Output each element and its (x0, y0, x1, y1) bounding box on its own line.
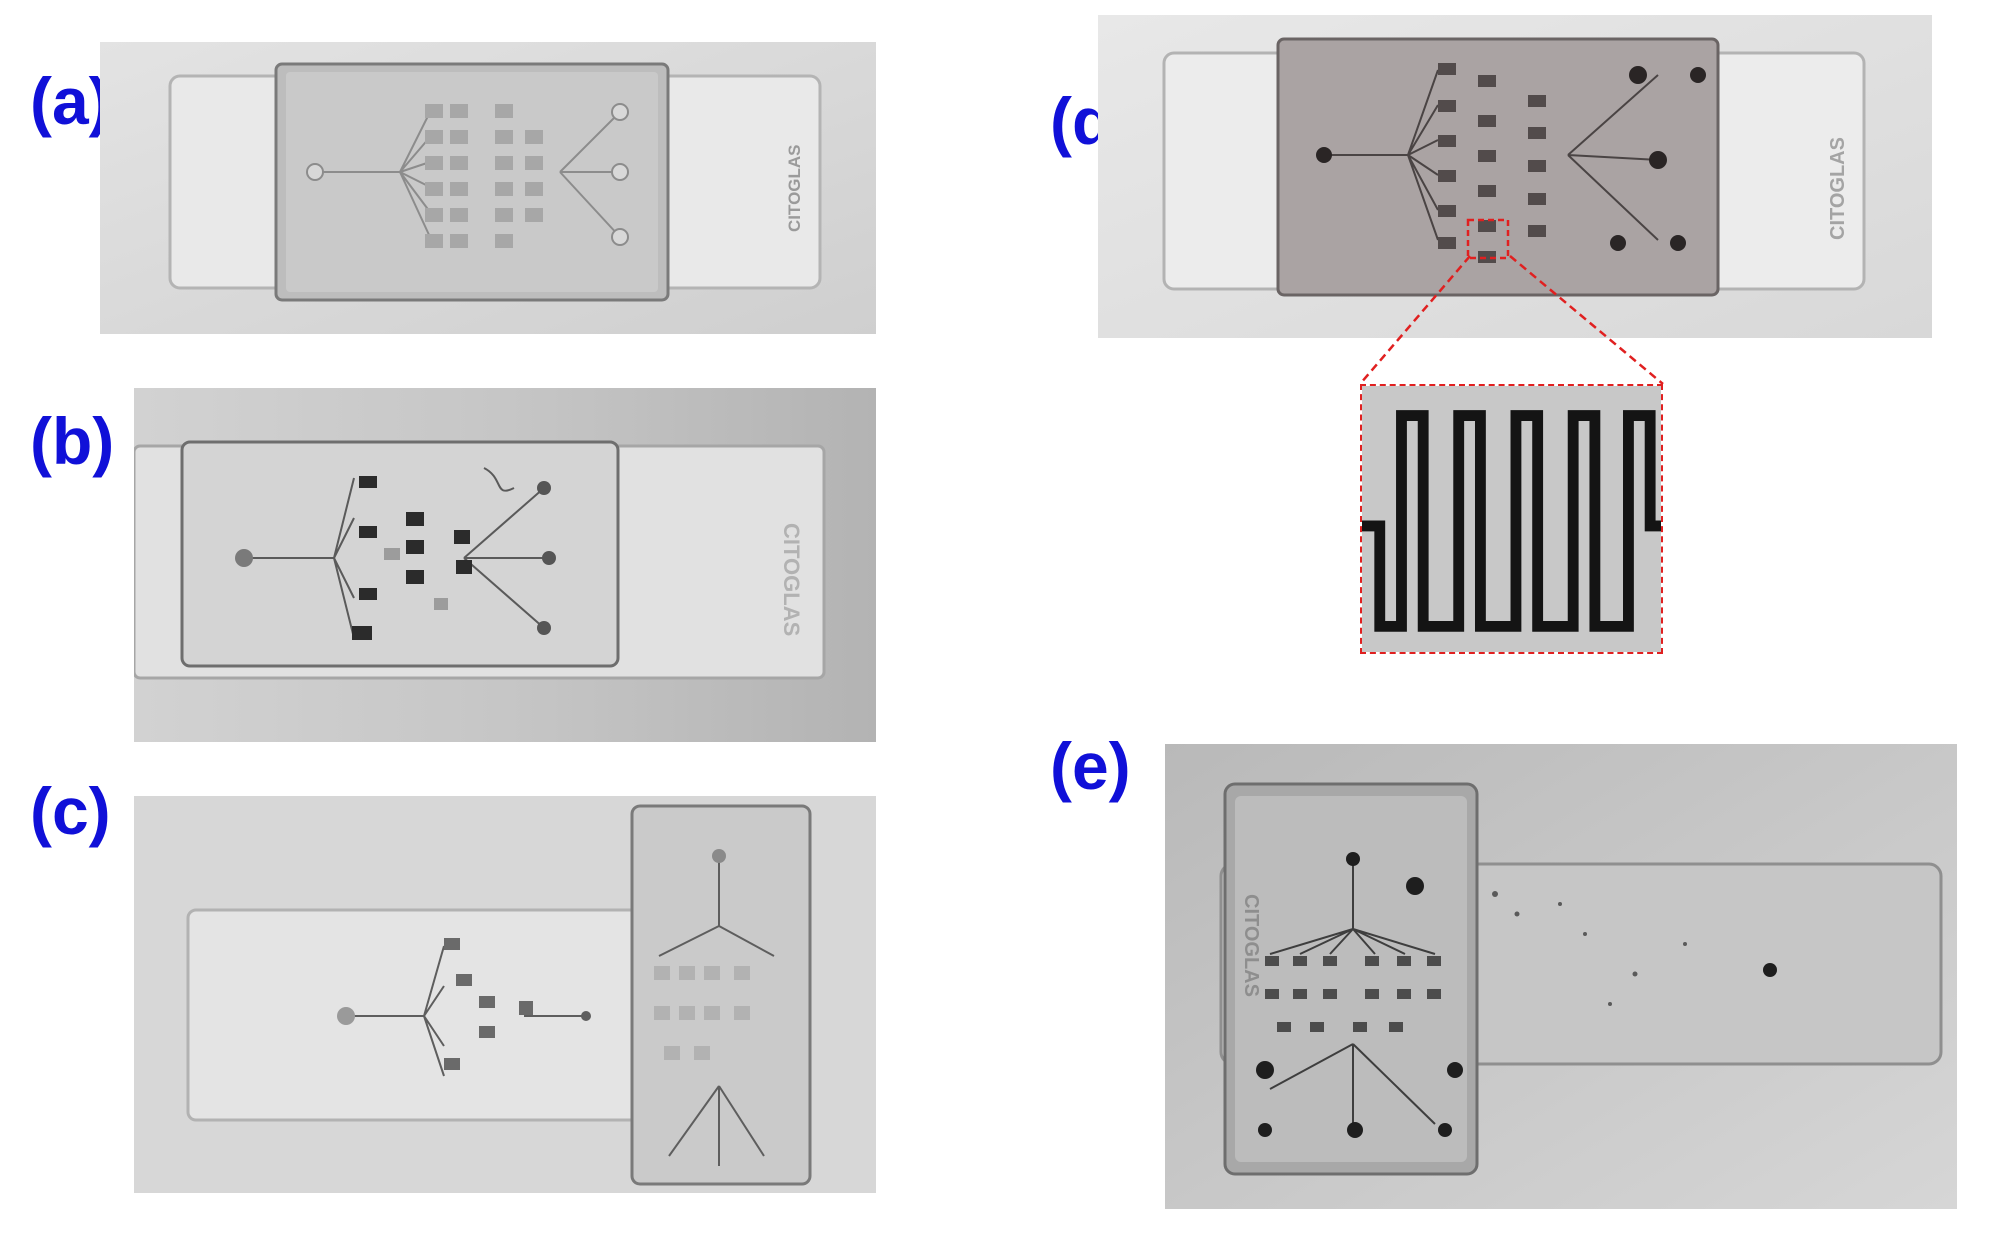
slide-brand-text-a: CITOGLAS (785, 144, 804, 232)
photo-panel-c (134, 796, 876, 1193)
panel-label-c: (c) (30, 774, 111, 848)
slide-brand-text-b: CITOGLAS (779, 523, 804, 636)
zoom-inset-serpentine (1360, 384, 1663, 654)
panel-label-a: (a) (30, 64, 111, 138)
slide-brand-text-d: CITOGLAS (1827, 137, 1849, 240)
photo-panel-d: CITOGLAS (1098, 15, 1932, 338)
photo-panel-e: CITOGLAS (1165, 744, 1957, 1209)
photo-panel-a: CITOGLAS (100, 42, 876, 334)
photo-panel-b: CITOGLAS (134, 388, 876, 742)
panel-label-b: (b) (30, 404, 115, 478)
panel-label-e: (e) (1050, 729, 1131, 803)
slide-brand-text-e: CITOGLAS (1240, 894, 1262, 997)
